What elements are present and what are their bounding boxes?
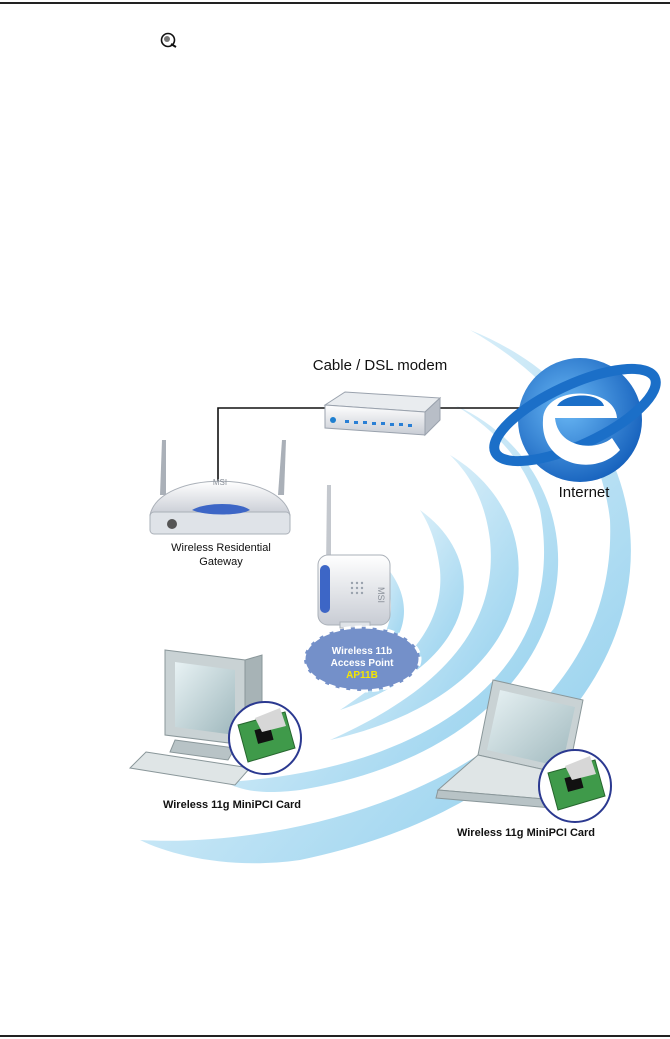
modem-label: Cable / DSL modem [313,357,448,374]
router-icon: MSI [150,440,290,534]
modem-icon [325,392,440,435]
ap-brand: MSI [376,587,386,603]
internet-explorer-icon [483,351,668,482]
access-point-icon: MSI [318,485,390,628]
ap-badge-line1: Wireless 11b [332,646,393,657]
internet-label: Internet [559,484,611,501]
router-brand: MSI [213,478,227,487]
ap-badge-line2: Access Point [331,658,394,669]
ap-badge: Wireless 11b Access Point AP11B [304,627,420,691]
minipci-card-icon [229,702,301,774]
desktop-card-label: Wireless 11g MiniPCI Card [163,799,301,811]
ap-badge-model: AP11B [346,670,378,681]
minipci-card-icon [539,750,611,822]
gateway-label-line1: Wireless Residential [171,542,271,554]
laptop-card-label: Wireless 11g MiniPCI Card [457,827,595,839]
gateway-label-line2: Gateway [199,556,243,568]
